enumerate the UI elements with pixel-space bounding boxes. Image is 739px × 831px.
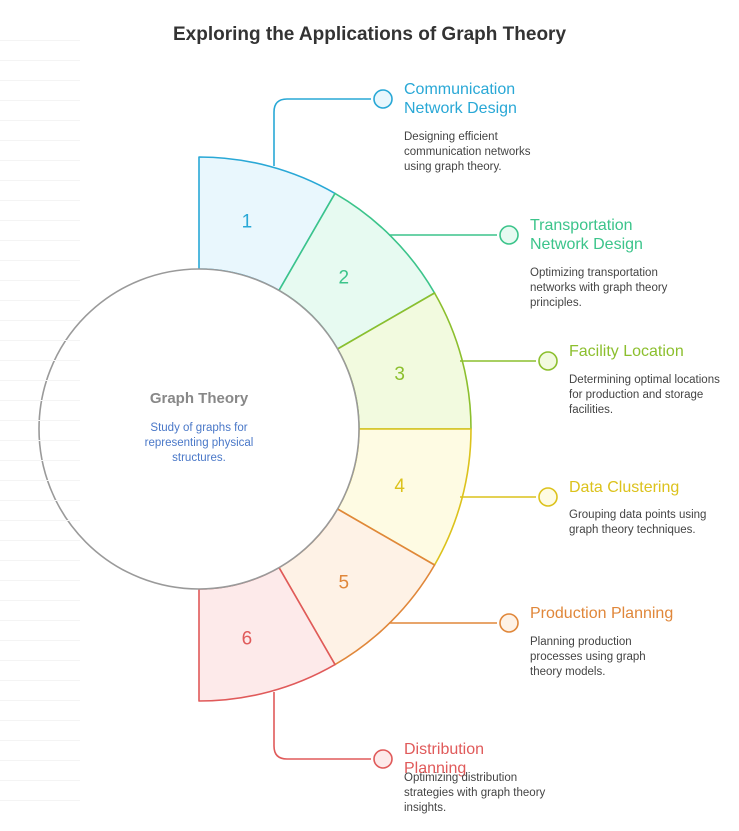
guide-line — [0, 220, 80, 221]
node-circle-2 — [499, 225, 519, 245]
guide-line — [0, 480, 80, 481]
item-title-3: Facility Location — [569, 343, 684, 360]
connector-1 — [273, 98, 371, 166]
segment-number-5: 5 — [338, 573, 349, 594]
item-description-4: Grouping data points using graph theory … — [569, 509, 707, 536]
guide-line — [0, 780, 80, 781]
item-title-6: Distribution Planning — [404, 741, 485, 777]
guide-line — [0, 580, 80, 581]
guide-line — [0, 180, 80, 181]
guide-line — [0, 80, 80, 81]
guide-line — [0, 200, 80, 201]
center-title: Graph Theory — [149, 390, 249, 407]
guide-line — [0, 380, 80, 381]
guide-line — [0, 40, 80, 41]
node-circle-3 — [538, 351, 558, 371]
guide-line — [0, 60, 80, 61]
node-circle-5 — [499, 613, 519, 633]
guide-line — [0, 420, 80, 421]
segment-number-2: 2 — [338, 267, 349, 288]
item-description-2: Optimizing transportation networks with … — [530, 267, 668, 309]
node-circle-6 — [373, 749, 393, 769]
segment-number-6: 6 — [242, 629, 253, 650]
guide-line — [0, 260, 80, 261]
guide-line — [0, 720, 80, 721]
guide-line — [0, 460, 80, 461]
guide-line — [0, 120, 80, 121]
guide-line — [0, 140, 80, 141]
segment-number-3: 3 — [394, 364, 405, 385]
guide-line — [0, 600, 80, 601]
guide-line — [0, 100, 80, 101]
item-title-4: Data Clustering — [569, 479, 680, 496]
guide-line — [0, 440, 80, 441]
guide-line — [0, 760, 80, 761]
guide-line — [0, 560, 80, 561]
guide-line — [0, 660, 80, 661]
guide-line — [0, 360, 80, 361]
segment-number-4: 4 — [394, 476, 405, 497]
guide-line — [0, 400, 80, 401]
center-circle — [38, 268, 360, 590]
guide-line — [0, 520, 80, 521]
guide-line — [0, 280, 80, 281]
guide-line — [0, 640, 80, 641]
guide-line — [0, 240, 80, 241]
item-title-5: Production Planning — [530, 605, 674, 622]
node-circle-4 — [538, 487, 558, 507]
guide-line — [0, 680, 80, 681]
connector-6 — [273, 692, 371, 760]
item-title-1: Communication Network Design — [404, 81, 517, 117]
guide-line — [0, 340, 80, 341]
diagram-title: Exploring the Applications of Graph Theo… — [172, 24, 567, 45]
guide-line — [0, 800, 80, 801]
item-description-1: Designing efficient communication networ… — [404, 131, 531, 173]
guide-line — [0, 320, 80, 321]
guide-line — [0, 300, 80, 301]
guide-line — [0, 740, 80, 741]
guide-line — [0, 620, 80, 621]
guide-line — [0, 160, 80, 161]
item-title-2: Transportation Network Design — [530, 217, 643, 253]
node-circle-1 — [373, 89, 393, 109]
guide-line — [0, 500, 80, 501]
item-description-5: Planning production processes using grap… — [530, 636, 646, 678]
segment-number-1: 1 — [242, 211, 253, 232]
item-description-6: Optimizing distribution strategies with … — [404, 772, 546, 814]
guide-line — [0, 540, 80, 541]
guide-line — [0, 700, 80, 701]
item-description-3: Determining optimal locations for produc… — [569, 374, 720, 416]
center-description: Study of graphs for representing physica… — [144, 422, 254, 464]
